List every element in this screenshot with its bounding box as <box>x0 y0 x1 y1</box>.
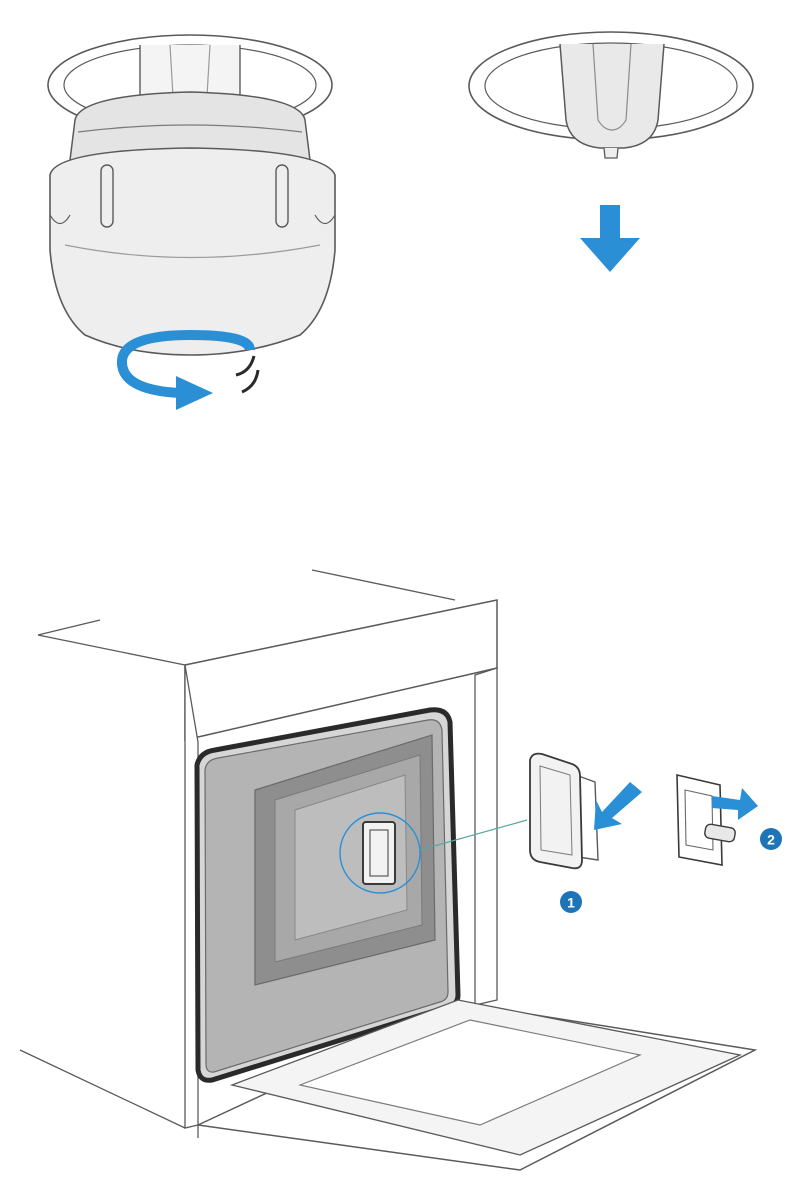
step-2-badge <box>760 828 782 850</box>
bulb-removal-illustration <box>468 31 754 272</box>
rotate-arrow-icon <box>116 329 260 410</box>
lamp-cover-in-oven <box>362 821 396 885</box>
remove-arrow-icon <box>712 788 758 820</box>
lamp-socket-plate <box>676 773 723 866</box>
lamp-cover-unscrew-illustration <box>47 34 336 410</box>
oven-door-glass <box>297 1019 642 1126</box>
cover-body <box>49 147 336 356</box>
step-1-remove-cover-illustration: 1 <box>529 752 642 913</box>
side-lamp-bulb <box>704 823 736 843</box>
step-1-number: 1 <box>567 895 575 911</box>
step-1-badge <box>560 891 582 913</box>
step-2-number: 2 <box>767 832 775 848</box>
cover-grip-slot-right <box>275 164 289 228</box>
insert-arrow-icon <box>594 782 642 830</box>
oven-illustration <box>19 569 758 1171</box>
lamp-callout-circle <box>339 812 421 894</box>
cover-grip-slot-left <box>100 164 114 228</box>
halogen-bulb <box>559 43 665 149</box>
step-2-remove-bulb-illustration: 2 <box>676 773 782 866</box>
side-lamp-glass-cover <box>529 752 583 870</box>
callout-leader-line <box>419 819 528 851</box>
down-arrow-icon <box>580 205 640 272</box>
